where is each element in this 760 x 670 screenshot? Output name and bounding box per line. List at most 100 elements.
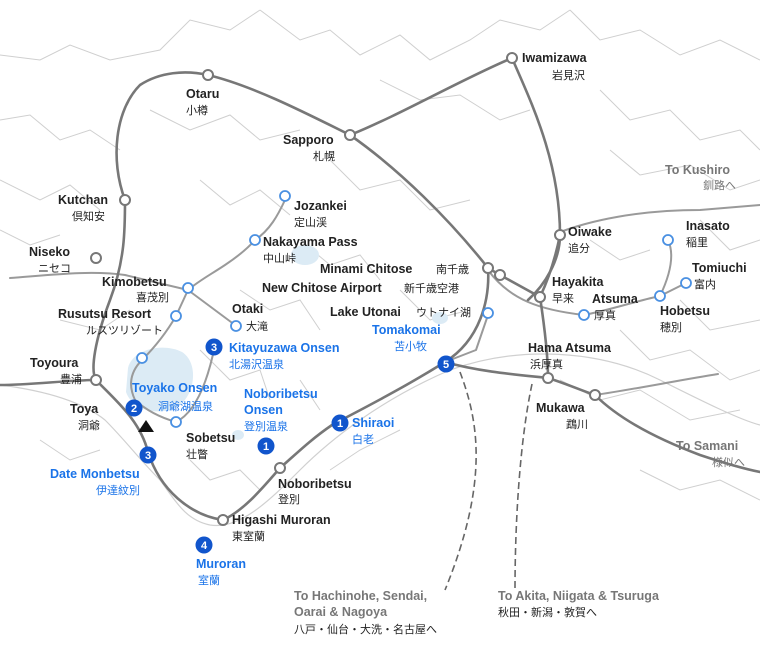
spot-labels: Shiraoi 白老 Noboribetsu Onsen 登別温泉 Toyako… [50, 323, 441, 587]
municipal-borders [0, 9, 760, 501]
stop-hobetsu[interactable] [654, 290, 666, 302]
label-new-chitose-jp: 新千歳空港 [404, 281, 459, 295]
stop-nakayama-pass[interactable] [249, 234, 261, 246]
label-inasato-jp: 稲里 [686, 236, 708, 249]
stop-rusutsu[interactable] [170, 310, 182, 322]
ferry-route-southwest [444, 371, 477, 591]
line-toya-coast [0, 378, 98, 387]
label-noboribetsu-onsen-1: Noboribetsu [244, 387, 318, 401]
label-to-hachinohe-jp: 八戸・仙台・大洗・名古屋へ [294, 622, 437, 636]
label-shiraoi-jp: 白老 [352, 432, 374, 446]
label-rusutsu: Rusutsu Resort [58, 307, 152, 321]
label-minami-chitose: Minami Chitose [320, 262, 412, 276]
spot-marker-muroran[interactable] [195, 536, 213, 554]
stop-jozankei[interactable] [279, 190, 291, 202]
label-toyoura-jp: 豊浦 [60, 373, 82, 386]
station-kutchan[interactable] [119, 194, 131, 206]
label-hobetsu: Hobetsu [660, 304, 710, 318]
station-oiwake[interactable] [554, 229, 566, 241]
spot-number-kitayuzawa: 3 [211, 342, 217, 354]
station-mukawa[interactable] [589, 389, 601, 401]
lake-utonai [432, 312, 448, 324]
label-mukawa-jp: 鵡川 [566, 417, 588, 431]
label-toyako-onsen: Toyako Onsen [132, 381, 217, 395]
label-kitayuzawa: Kitayuzawa Onsen [229, 341, 339, 355]
mountain-usu-icon [138, 420, 154, 432]
label-sobetsu-jp: 壮瞥 [186, 448, 208, 461]
line-sapporo-iwamizawa [348, 56, 514, 137]
station-higashi-muroran[interactable] [217, 514, 229, 526]
stop-toyako-lakeside[interactable] [136, 352, 148, 364]
station-hayakita[interactable] [534, 291, 546, 303]
ferry-routes [444, 371, 533, 591]
label-nakayama-jp: 中山峠 [263, 251, 296, 265]
stop-atsuma[interactable] [578, 309, 590, 321]
stop-otaki[interactable] [230, 320, 242, 332]
station-niseko[interactable] [90, 252, 102, 264]
spot-marker-kitayuzawa[interactable] [205, 338, 223, 356]
label-higashi-muroran: Higashi Muroran [232, 513, 331, 527]
label-sobetsu: Sobetsu [186, 431, 235, 445]
label-otaki-jp: 大滝 [246, 319, 268, 333]
station-sapporo[interactable] [344, 129, 356, 141]
stop-tomiuchi[interactable] [680, 277, 692, 289]
direction-labels: To Kushiro 釧路へ To Samani 様似へ To Hachinoh… [294, 163, 745, 636]
coastline [0, 353, 760, 527]
label-sapporo-jp: 札幌 [313, 149, 335, 163]
label-date-monbetsu: Date Monbetsu [50, 467, 140, 481]
stop-inasato[interactable] [662, 234, 674, 246]
label-noboribetsu-onsen-jp: 登別温泉 [244, 419, 288, 433]
label-hama-atsuma-jp: 浜厚真 [530, 357, 563, 371]
spot-marker-shiraoi[interactable] [331, 414, 349, 432]
station-otaru[interactable] [202, 69, 214, 81]
lake-kuttara [232, 430, 244, 440]
station-noboribetsu[interactable] [274, 462, 286, 474]
label-hayakita-jp: 早来 [552, 292, 574, 305]
lake-shikotsu [291, 245, 319, 265]
label-toyako-onsen-jp: 洞爺湖温泉 [158, 399, 213, 413]
label-niseko-jp: ニセコ [38, 262, 71, 275]
spot-marker-date-monbetsu[interactable] [139, 446, 157, 464]
label-lake-utonai-jp: ウトナイ湖 [416, 306, 471, 319]
stop-sobetsu[interactable] [170, 416, 182, 428]
station-hama-atsuma[interactable] [542, 372, 554, 384]
label-mukawa: Mukawa [536, 401, 586, 415]
spot-marker-tomakomai[interactable] [437, 355, 455, 373]
station-minami-chitose[interactable] [482, 262, 494, 274]
spot-number-noboribetsu-onsen: 1 [263, 441, 269, 453]
spot-marker-noboribetsu-onsen[interactable] [257, 437, 275, 455]
stop-kimobetsu[interactable] [182, 282, 194, 294]
label-muroran: Muroran [196, 557, 246, 571]
spot-marker-toyako-onsen[interactable] [125, 399, 143, 417]
line-hakodate-north [115, 71, 352, 202]
label-otaru-jp: 小樽 [186, 103, 208, 117]
label-muroran-jp: 室蘭 [198, 573, 220, 587]
station-toya[interactable] [90, 374, 102, 386]
label-lake-utonai: Lake Utonai [330, 305, 401, 319]
label-atsuma-jp: 厚真 [594, 308, 616, 322]
label-to-akita: To Akita, Niigata & Tsuruga [498, 589, 660, 603]
line-chitose [348, 133, 490, 270]
label-new-chitose: New Chitose Airport [262, 281, 383, 295]
label-niseko: Niseko [29, 245, 70, 259]
label-to-hachinohe-1: To Hachinohe, Sendai, [294, 589, 427, 603]
spot-number-muroran: 4 [201, 540, 208, 552]
stations [90, 52, 692, 526]
station-iwamizawa[interactable] [506, 52, 518, 64]
label-jozankei-jp: 定山渓 [294, 215, 327, 229]
label-otaki: Otaki [232, 302, 263, 316]
label-noboribetsu: Noboribetsu [278, 477, 352, 491]
label-kitayuzawa-jp: 北湯沢温泉 [229, 357, 284, 371]
label-noboribetsu-jp: 登別 [278, 492, 300, 506]
label-jozankei: Jozankei [294, 199, 347, 213]
label-kimobetsu: Kimobetsu [102, 275, 167, 289]
ferry-route-southeast [514, 383, 533, 591]
spot-number-date-monbetsu: 3 [145, 450, 151, 462]
spot-number-toyako-onsen: 2 [131, 403, 137, 415]
stop-lake-utonai[interactable] [482, 307, 494, 319]
label-kimobetsu-jp: 喜茂別 [136, 290, 169, 304]
label-toya-jp: 洞爺 [78, 418, 100, 432]
label-atsuma: Atsuma [592, 292, 639, 306]
station-new-chitose[interactable] [494, 269, 506, 281]
